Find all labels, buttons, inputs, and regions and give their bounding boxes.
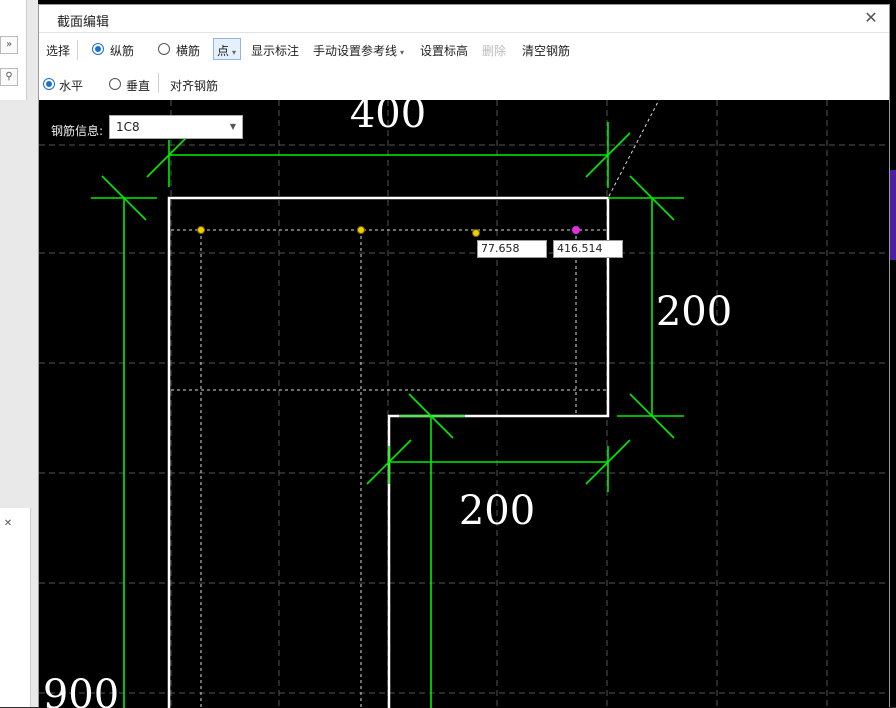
canvas-background bbox=[39, 100, 889, 708]
chevron-down-icon: ▾ bbox=[400, 48, 405, 57]
align-rebar-button[interactable]: 对齐钢筋 bbox=[170, 79, 219, 93]
clear-rebar-button[interactable]: 清空钢筋 bbox=[522, 44, 571, 58]
expand-icon[interactable]: » bbox=[0, 36, 18, 54]
background-app-left: » ⚲ ✕ bbox=[0, 0, 38, 707]
search-icon[interactable]: ⚲ bbox=[0, 68, 18, 86]
coord-x-input[interactable]: 77.658 bbox=[477, 240, 547, 258]
background-top-strip bbox=[38, 0, 896, 6]
selected-rebar-point[interactable] bbox=[572, 226, 580, 234]
close-button[interactable]: ✕ bbox=[864, 8, 878, 27]
drawing-canvas[interactable]: 400 200 200 900 bbox=[39, 100, 889, 708]
toolbar-secondary: 水平 垂直 对齐钢筋 bbox=[39, 67, 889, 101]
coord-y-input[interactable]: 416.514 bbox=[553, 240, 623, 258]
title-bar: 截面编辑 ✕ bbox=[39, 5, 889, 32]
rebar-info-select[interactable]: 1C8 ▼ bbox=[109, 115, 243, 139]
dimension-top: 400 bbox=[350, 100, 426, 137]
manual-ref-line-text: 手动设置参考线 bbox=[313, 44, 398, 58]
section-edit-dialog: 截面编辑 ✕ 选择 纵筋 横筋 点▾ 显示标注 手动设置参考线▾ 设置标高 删除… bbox=[38, 4, 890, 708]
dimension-bottom: 200 bbox=[459, 488, 535, 534]
point-dropdown[interactable] bbox=[213, 38, 241, 60]
show-annotation-button[interactable]: 显示标注 bbox=[251, 44, 300, 58]
dimension-right: 200 bbox=[656, 289, 732, 335]
horizontal-label[interactable]: 水平 bbox=[59, 79, 84, 93]
chevron-down-icon: ▼ bbox=[229, 122, 236, 131]
longitudinal-radio[interactable] bbox=[92, 43, 104, 55]
background-app-right bbox=[890, 0, 896, 707]
longitudinal-label[interactable]: 纵筋 bbox=[110, 44, 135, 58]
toolbar-divider bbox=[158, 73, 159, 93]
horizontal-radio[interactable] bbox=[43, 78, 55, 90]
dimension-lines bbox=[91, 122, 684, 708]
rebar-point[interactable] bbox=[472, 229, 480, 237]
rebar-point[interactable] bbox=[197, 226, 205, 234]
chevron-down-icon: ▾ bbox=[232, 48, 237, 57]
background-panel-lower bbox=[0, 508, 31, 707]
set-elevation-button[interactable]: 设置标高 bbox=[420, 44, 469, 58]
transverse-radio[interactable] bbox=[158, 43, 170, 55]
select-button[interactable]: 选择 bbox=[46, 44, 71, 58]
vertical-radio[interactable] bbox=[109, 78, 121, 90]
reference-lines bbox=[171, 100, 660, 708]
close-icon[interactable]: ✕ bbox=[3, 518, 13, 529]
background-purple-block bbox=[890, 170, 896, 260]
vertical-label[interactable]: 垂直 bbox=[126, 79, 151, 93]
manual-ref-line-button[interactable]: 手动设置参考线▾ bbox=[313, 42, 404, 59]
dialog-title: 截面编辑 bbox=[57, 15, 110, 30]
toolbar-primary: 选择 纵筋 横筋 点▾ 显示标注 手动设置参考线▾ 设置标高 删除 清空钢筋 bbox=[39, 32, 889, 68]
rebar-point[interactable] bbox=[357, 226, 365, 234]
rebar-info-value: 1C8 bbox=[116, 120, 140, 134]
rebar-info-label: 钢筋信息: bbox=[51, 124, 104, 138]
rebar-points bbox=[197, 226, 580, 237]
point-dropdown-text: 点 bbox=[217, 44, 230, 58]
dimension-left: 900 bbox=[43, 672, 119, 708]
delete-button[interactable]: 删除 bbox=[482, 44, 507, 58]
point-dropdown-label[interactable]: 点▾ bbox=[217, 42, 236, 59]
toolbar-divider bbox=[77, 40, 78, 60]
transverse-label[interactable]: 横筋 bbox=[176, 44, 201, 58]
